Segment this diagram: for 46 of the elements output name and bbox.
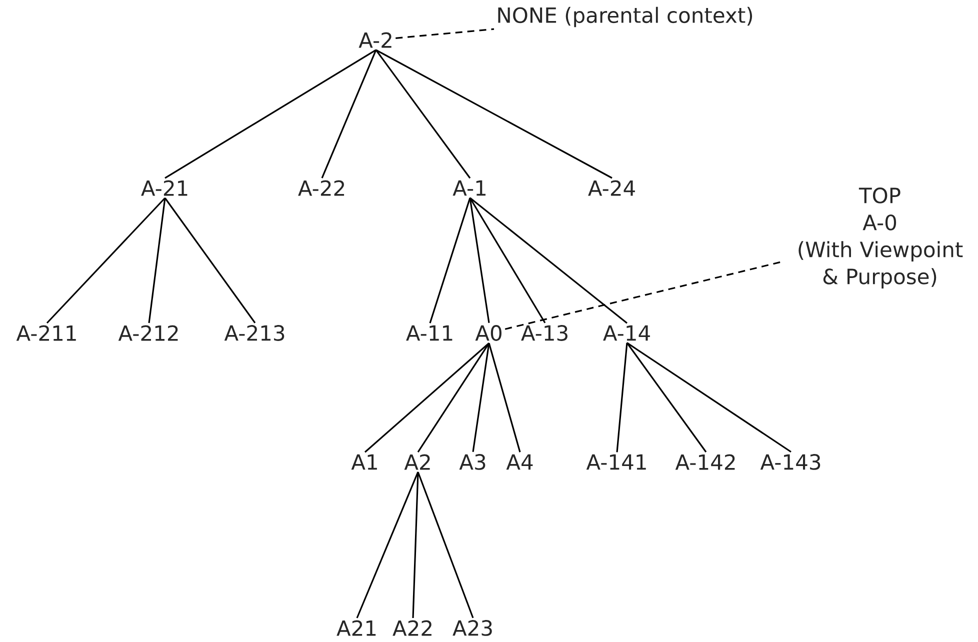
tree-line (429, 198, 471, 324)
tree-line (356, 472, 419, 618)
tree-line (417, 342, 490, 452)
node-label: A-22 (298, 180, 344, 196)
node-label: A2 (404, 454, 430, 470)
node-label: A0 (475, 325, 502, 341)
tree-line (470, 197, 628, 324)
node-label: A22 (392, 620, 432, 636)
node-label: A1 (351, 454, 377, 470)
node-label: A4 (506, 454, 533, 470)
tree-line (417, 472, 474, 618)
tree-line (472, 343, 490, 452)
tree-line (469, 197, 546, 324)
node-label: A-13 (521, 325, 568, 341)
node-label: A-212 (118, 325, 178, 341)
dashed-connector (396, 28, 494, 39)
node-label: A23 (452, 620, 492, 636)
tree-line (164, 198, 256, 324)
node-label: A-2 (358, 32, 392, 48)
tree-line (321, 50, 377, 178)
node-label: A-143 (760, 454, 820, 470)
tree-line (148, 198, 166, 324)
node-label: A-11 (406, 325, 452, 341)
tree-line (412, 472, 419, 618)
tree-line (46, 197, 166, 324)
node-label: A-1 (452, 180, 486, 196)
tree-line (375, 50, 471, 179)
tree-line (164, 49, 376, 179)
node-label: NONE (parental context) (498, 6, 752, 28)
node-label: A-141 (586, 454, 646, 470)
node-label: A-142 (675, 454, 735, 470)
node-label: A21 (336, 620, 376, 636)
tree-line (626, 342, 792, 453)
node-label: TOP A-0 (With Viewpoint & Purpose) (798, 188, 963, 288)
node-label: A-14 (603, 325, 650, 341)
tree-line (488, 342, 521, 452)
node-label: A-24 (588, 180, 635, 196)
tree-line (469, 198, 490, 323)
tree-line (616, 342, 628, 452)
tree-line (626, 342, 707, 452)
node-label: A3 (459, 454, 486, 470)
node-label: A-213 (224, 325, 284, 341)
tree-line (364, 342, 490, 453)
node-label: A-211 (16, 325, 76, 341)
tree-line (376, 49, 612, 179)
node-label: A-21 (141, 180, 188, 196)
